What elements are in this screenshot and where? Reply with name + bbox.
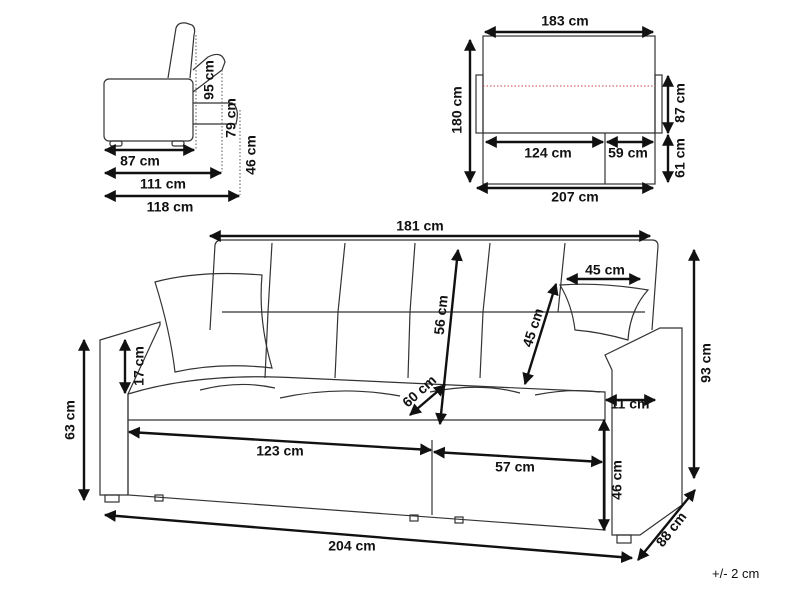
side-foot [109, 140, 123, 147]
front-foot [154, 494, 164, 502]
front-pillow-left [154, 272, 273, 373]
label-side-depth-reclined: 111 cm [140, 176, 186, 192]
dim-line [432, 446, 604, 468]
top-arm-right [654, 74, 663, 134]
dim-line [103, 509, 634, 564]
label-cushion-width: 45 cm [585, 262, 625, 278]
dim-line [637, 489, 696, 561]
label-arm-height: 17 cm [131, 346, 147, 386]
label-total-depth: 88 cm [652, 509, 689, 550]
front-foot [616, 534, 632, 544]
side-backrest [167, 22, 196, 79]
label-top-section-b: 59 cm [608, 145, 648, 161]
label-back-width: 181 cm [396, 218, 443, 234]
label-back-height: 56 cm [431, 294, 451, 335]
label-side-depth-bed: 118 cm [147, 199, 194, 215]
label-top-section-a: 124 cm [524, 145, 571, 161]
side-foot [171, 140, 185, 147]
side-seat-body [103, 78, 194, 142]
label-total-height: 93 cm [698, 343, 714, 383]
label-side-height-back: 95 cm [201, 60, 217, 100]
dim-line [127, 426, 433, 456]
label-seat-right: 57 cm [495, 459, 535, 475]
side-view: 87 cm 111 cm 118 cm 95 cm 79 cm 46 cm [103, 22, 259, 215]
side-bed-extension [193, 102, 238, 125]
front-pillow-right [558, 283, 650, 341]
top-arm-left [475, 74, 484, 134]
tolerance-note: +/- 2 cm [712, 566, 759, 581]
label-side-height-mid: 79 cm [223, 98, 239, 138]
label-side-depth: 87 cm [120, 153, 160, 169]
label-top-overall-width: 207 cm [551, 189, 598, 205]
label-arm-width: 11 cm [611, 396, 650, 412]
dim-line [409, 384, 446, 416]
front-view: 181 cm 45 cm 56 cm 45 cm 93 cm 17 cm 63 … [62, 218, 714, 564]
dim-line [435, 248, 463, 426]
label-top-length: 180 cm [449, 86, 465, 133]
label-seat-height: 46 cm [609, 460, 625, 500]
label-arm-total-height: 63 cm [62, 400, 78, 440]
label-total-width: 204 cm [328, 538, 375, 554]
dim-line [522, 282, 559, 386]
side-recline-flap [192, 53, 226, 93]
label-seat-left: 123 cm [256, 443, 303, 459]
top-bed-outline [482, 35, 656, 185]
label-top-section-c: 61 cm [672, 138, 688, 178]
front-foot [104, 494, 120, 503]
label-top-width: 183 cm [541, 13, 588, 29]
label-side-height-seat: 46 cm [243, 135, 259, 175]
front-seat [127, 376, 606, 421]
top-view: 183 cm 180 cm 87 cm 124 cm 59 cm 61 cm 2… [449, 13, 688, 205]
front-arm-right [604, 327, 683, 536]
label-top-back-depth: 87 cm [672, 83, 688, 123]
